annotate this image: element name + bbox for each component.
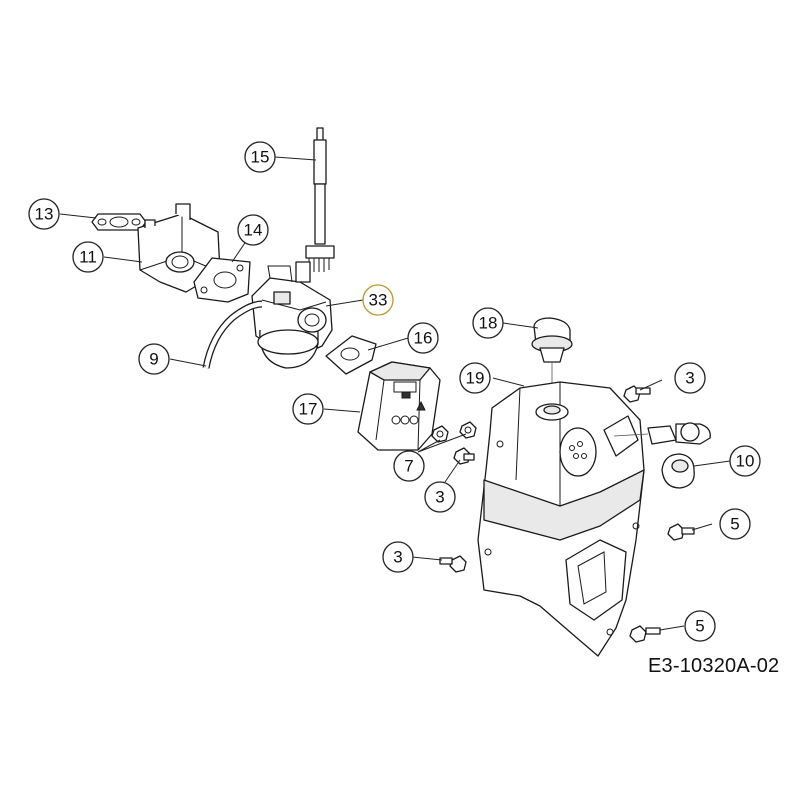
callout-13[interactable]: 13 <box>28 198 60 230</box>
part-5-bolt-middle <box>667 523 695 541</box>
callout-9[interactable]: 9 <box>138 343 170 375</box>
part-16-gasket <box>325 335 377 375</box>
leader-lines <box>59 156 731 631</box>
callout-13-label: 13 <box>35 205 54 224</box>
part-33-carburetor <box>251 261 333 369</box>
part-14-gasket <box>193 257 251 303</box>
part-15-rod <box>305 127 335 272</box>
callout-3-lower-left[interactable]: 3 <box>382 541 414 573</box>
callout-3-upper-right-label: 3 <box>685 369 694 388</box>
callout-18[interactable]: 18 <box>472 307 504 339</box>
callout-3-lower-left-label: 3 <box>393 548 402 567</box>
callout-11-label: 11 <box>79 248 97 267</box>
callout-7-label: 7 <box>404 457 413 476</box>
part-3-bolt-center <box>453 447 475 465</box>
callout-14[interactable]: 14 <box>237 214 269 246</box>
callout-33-highlighted[interactable]: 33 <box>362 284 394 316</box>
part-9-fuel-hose <box>202 300 263 369</box>
callout-7[interactable]: 7 <box>393 450 425 482</box>
callout-19-label: 19 <box>466 369 485 388</box>
part-3-bolt-upper-right <box>623 385 651 403</box>
callout-17-label: 17 <box>299 400 318 419</box>
callout-9-label: 9 <box>149 350 158 369</box>
callout-3-center-label: 3 <box>435 488 444 507</box>
callout-16-label: 16 <box>414 329 433 348</box>
part-17-air-cleaner-base <box>357 361 441 451</box>
part-7-nuts <box>431 421 477 443</box>
part-10-fuel-valve <box>613 422 711 489</box>
part-5-bolt-bottom <box>629 625 661 643</box>
callout-11[interactable]: 11 <box>72 241 104 273</box>
callout-3-center[interactable]: 3 <box>424 481 456 513</box>
part-3-bolt-lower-left <box>439 555 467 573</box>
callout-5-middle[interactable]: 5 <box>719 508 751 540</box>
callout-19[interactable]: 19 <box>459 362 491 394</box>
callout-14-label: 14 <box>244 221 263 240</box>
callout-16[interactable]: 16 <box>407 322 439 354</box>
drawing-code: E3-10320A-02 <box>648 655 780 677</box>
callout-17[interactable]: 17 <box>292 393 324 425</box>
callout-3-upper-right[interactable]: 3 <box>674 362 706 394</box>
callout-15[interactable]: 15 <box>244 141 276 173</box>
callout-5-bottom-label: 5 <box>695 617 704 636</box>
callout-18-label: 18 <box>479 314 498 333</box>
part-19-fuel-tank <box>477 381 645 657</box>
callout-33-label: 33 <box>369 291 388 310</box>
callout-33-highlight <box>362 284 394 316</box>
part-18-fuel-cap <box>531 317 573 404</box>
part-11-spacer <box>137 203 221 293</box>
callout-10[interactable]: 10 <box>729 445 761 477</box>
callout-10-label: 10 <box>736 452 755 471</box>
callout-5-bottom[interactable]: 5 <box>684 610 716 642</box>
callout-15-label: 15 <box>251 148 270 167</box>
callout-5-middle-label: 5 <box>730 515 739 534</box>
